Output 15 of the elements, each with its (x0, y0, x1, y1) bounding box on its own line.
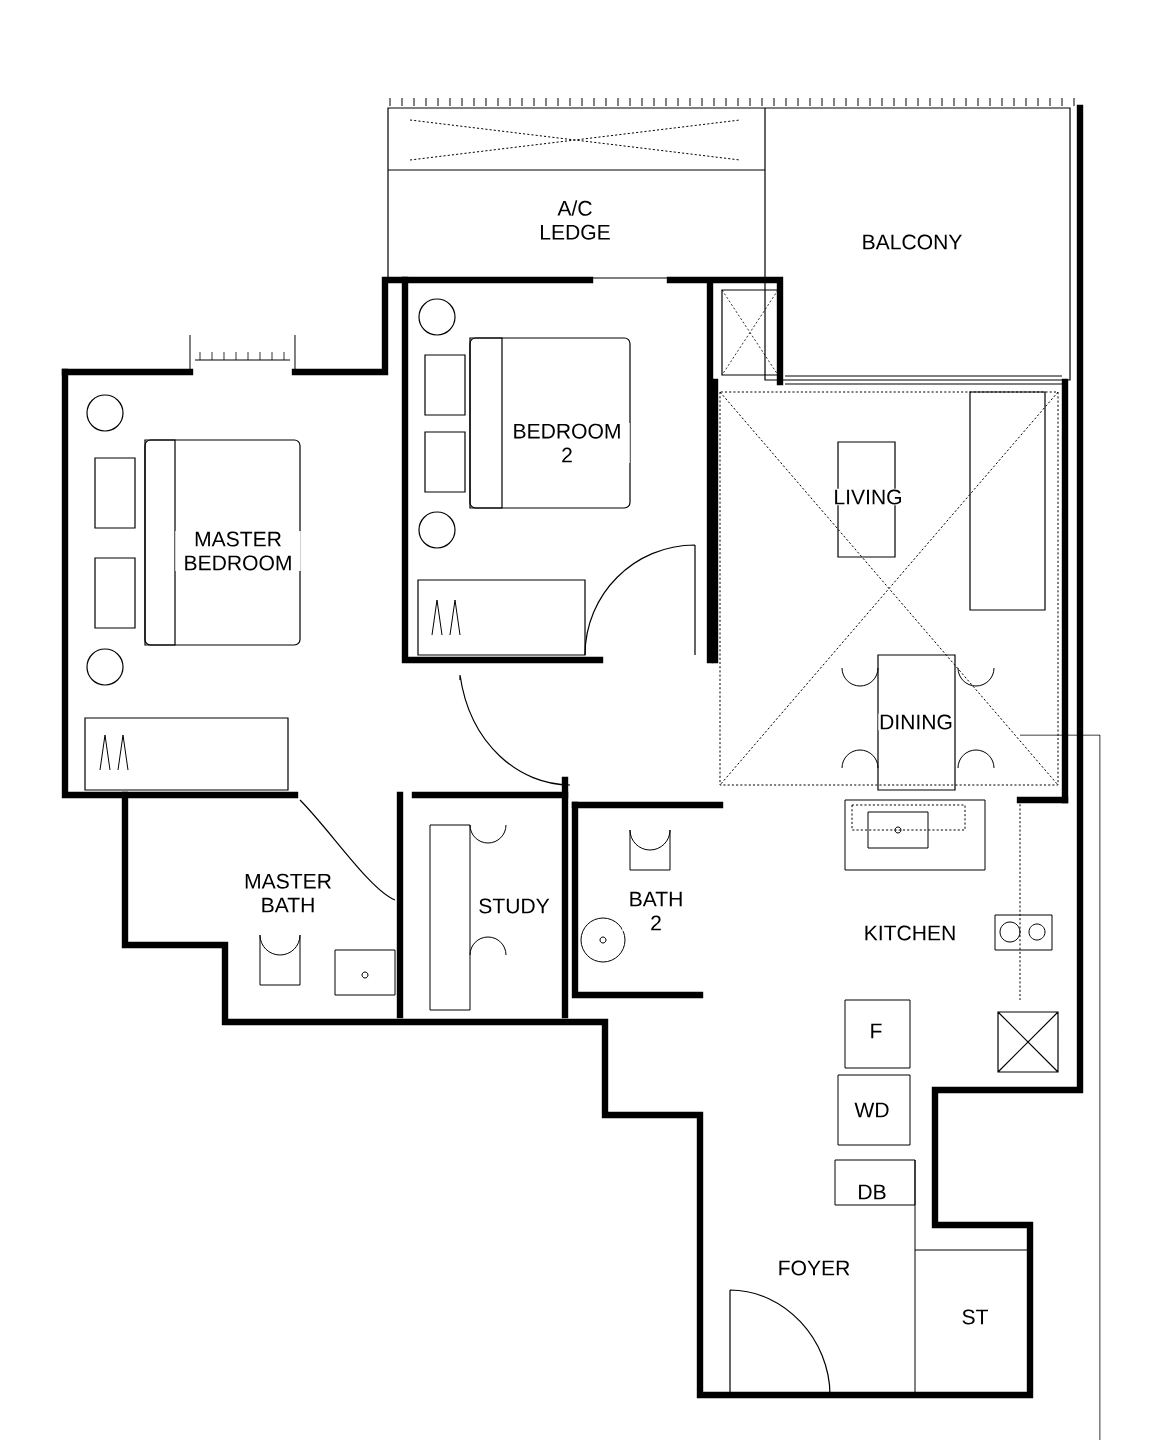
room-label: BALCONY (860, 233, 964, 251)
room-label: FOYER (777, 1259, 851, 1277)
room-label: WD (853, 1102, 891, 1118)
room-label: DINING (878, 713, 954, 731)
room-label: KITCHEN (863, 924, 957, 942)
room-label: MASTER BATH (237, 873, 339, 913)
room-label: DB (856, 1184, 888, 1200)
room-label: BEDROOM 2 (504, 423, 630, 463)
room-label: F (868, 1023, 884, 1039)
room-label: A/C LEDGE (532, 199, 618, 241)
room-label: BATH 2 (622, 891, 690, 931)
room-label: MASTER BEDROOM (175, 530, 301, 572)
room-label: ST (960, 1308, 990, 1326)
room-label: STUDY (477, 897, 551, 915)
room-label: LIVING (832, 488, 904, 506)
